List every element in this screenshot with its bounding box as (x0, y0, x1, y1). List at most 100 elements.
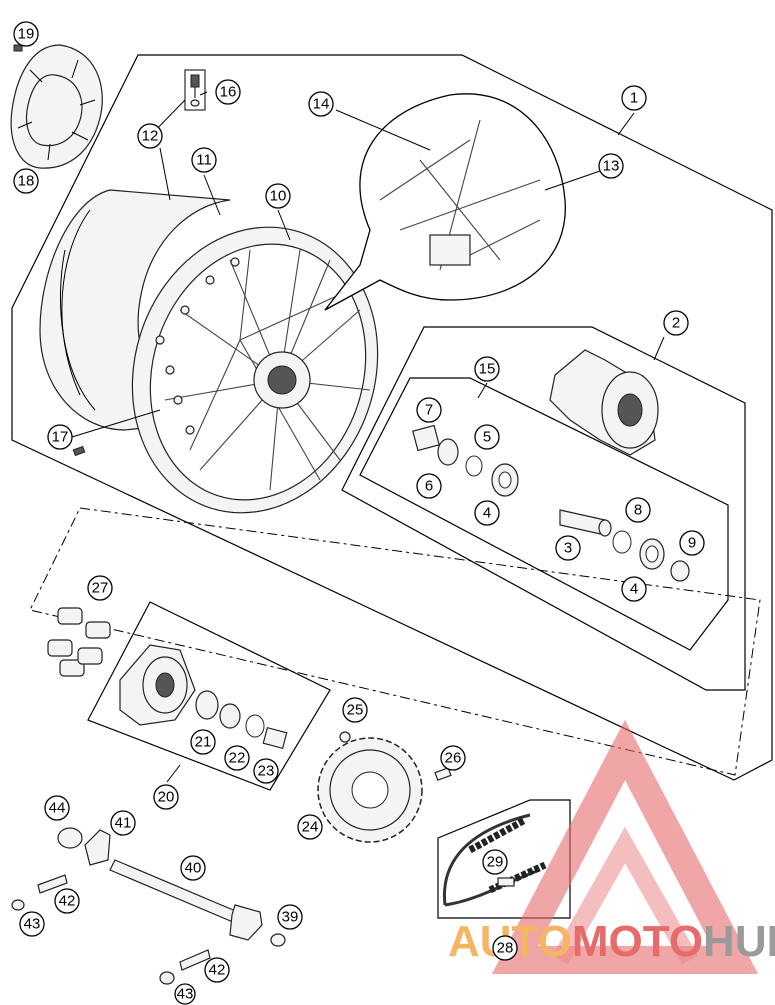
wheel-axle (109, 859, 263, 941)
callout-label: 39 (282, 909, 299, 926)
callout-label: 1 (630, 90, 638, 107)
callout-c12: 12 (137, 123, 163, 149)
callout-label: 16 (220, 84, 237, 101)
sprocket-carrier (119, 644, 196, 726)
callout-label: 6 (425, 478, 433, 495)
callout-c43b: 43 (174, 983, 196, 1005)
callout-label: 5 (483, 429, 491, 446)
adjuster-screw-bottom (179, 949, 211, 971)
callout-label: 24 (302, 819, 319, 836)
callout-label: 18 (18, 173, 35, 190)
rear-sprocket (317, 737, 423, 843)
watermark-hub: HUB (703, 917, 775, 966)
watermark-moto: MOTO (572, 917, 703, 966)
callout-c42a: 42 (54, 888, 80, 914)
callout-label: 41 (115, 815, 132, 832)
callout-c19: 19 (13, 21, 39, 47)
callout-label: 3 (564, 540, 572, 557)
group-dash-outline (29, 507, 761, 776)
callout-label: 23 (258, 763, 275, 780)
callout-label: 42 (59, 893, 76, 910)
carrier-sleeve (262, 726, 288, 750)
group-2-outline (341, 326, 746, 691)
callout-c6: 6 (416, 473, 442, 499)
callout-label: 22 (229, 750, 246, 767)
callout-c11: 11 (191, 147, 217, 173)
callout-c7: 7 (416, 397, 442, 423)
callout-c13: 13 (598, 153, 624, 179)
callout-c29: 29 (482, 849, 508, 875)
bearing-right (639, 538, 665, 570)
callout-c28: 28 (492, 935, 518, 961)
callout-label: 28 (497, 940, 514, 957)
circlip (465, 455, 483, 477)
group-1-outline (11, 54, 773, 781)
callout-label: 11 (196, 152, 212, 169)
shaft-seal (437, 438, 459, 466)
callout-c27: 27 (87, 575, 113, 601)
spacer-ring (612, 530, 632, 554)
disc-screw (13, 44, 23, 52)
callout-c24: 24 (297, 814, 323, 840)
callout-label: 25 (347, 702, 364, 719)
callout-c25: 25 (342, 697, 368, 723)
sprocket-nut (339, 731, 351, 743)
callout-label: 29 (487, 854, 504, 871)
callout-label: 2 (672, 315, 680, 332)
callout-c39: 39 (277, 904, 303, 930)
callout-label: 7 (425, 402, 433, 419)
callout-label: 9 (688, 535, 696, 552)
callout-label: 8 (634, 502, 642, 519)
axle-nut (57, 827, 83, 849)
callout-label: 4 (483, 505, 491, 522)
chain-connecting-link (497, 877, 515, 887)
carrier-circlip (245, 714, 265, 738)
callout-c5: 5 (474, 424, 500, 450)
sprocket-screw (434, 767, 452, 781)
callout-c8: 8 (625, 497, 651, 523)
adjuster-screw-top (37, 874, 68, 894)
callout-c2: 2 (663, 310, 689, 336)
callout-c9: 9 (679, 530, 705, 556)
callout-label: 13 (603, 158, 620, 175)
callout-label: 10 (270, 188, 287, 205)
callout-c40: 40 (180, 855, 206, 881)
watermark-logo (491, 719, 759, 974)
callout-c4b: 4 (621, 576, 647, 602)
wheel-hub (253, 351, 311, 409)
callout-c41: 41 (110, 810, 136, 836)
bearing-left (491, 463, 519, 497)
callout-c4a: 4 (474, 500, 500, 526)
rim-screw (72, 445, 86, 457)
callout-label: 43 (177, 986, 194, 1003)
group-15-outline (359, 377, 729, 651)
callout-c42b: 42 (204, 957, 230, 983)
adjuster-nut-top (11, 899, 25, 911)
callout-label: 20 (158, 789, 175, 806)
callout-c21: 21 (190, 729, 216, 755)
distance-tube (559, 509, 612, 537)
callout-label: 17 (52, 429, 69, 446)
callout-c10: 10 (265, 183, 291, 209)
callout-c23: 23 (253, 758, 279, 784)
brake-disc (10, 44, 103, 169)
callout-c1: 1 (621, 85, 647, 111)
hub-sleeve (412, 424, 440, 452)
callout-label: 26 (445, 750, 462, 767)
callout-label: 43 (24, 916, 41, 933)
callout-label: 40 (185, 860, 202, 877)
callout-label: 44 (49, 800, 66, 817)
chain-adjuster (84, 829, 111, 866)
rim-nipples (155, 257, 240, 435)
callout-c22: 22 (224, 745, 250, 771)
callout-label: 12 (142, 128, 159, 145)
callout-label: 42 (209, 962, 226, 979)
callout-c20: 20 (153, 784, 179, 810)
callout-c15: 15 (474, 356, 500, 382)
callout-c17: 17 (47, 424, 73, 450)
carrier-seal (219, 703, 241, 729)
group-20-outline (87, 601, 331, 791)
callout-c43a: 43 (19, 911, 45, 937)
callout-label: 15 (479, 361, 496, 378)
